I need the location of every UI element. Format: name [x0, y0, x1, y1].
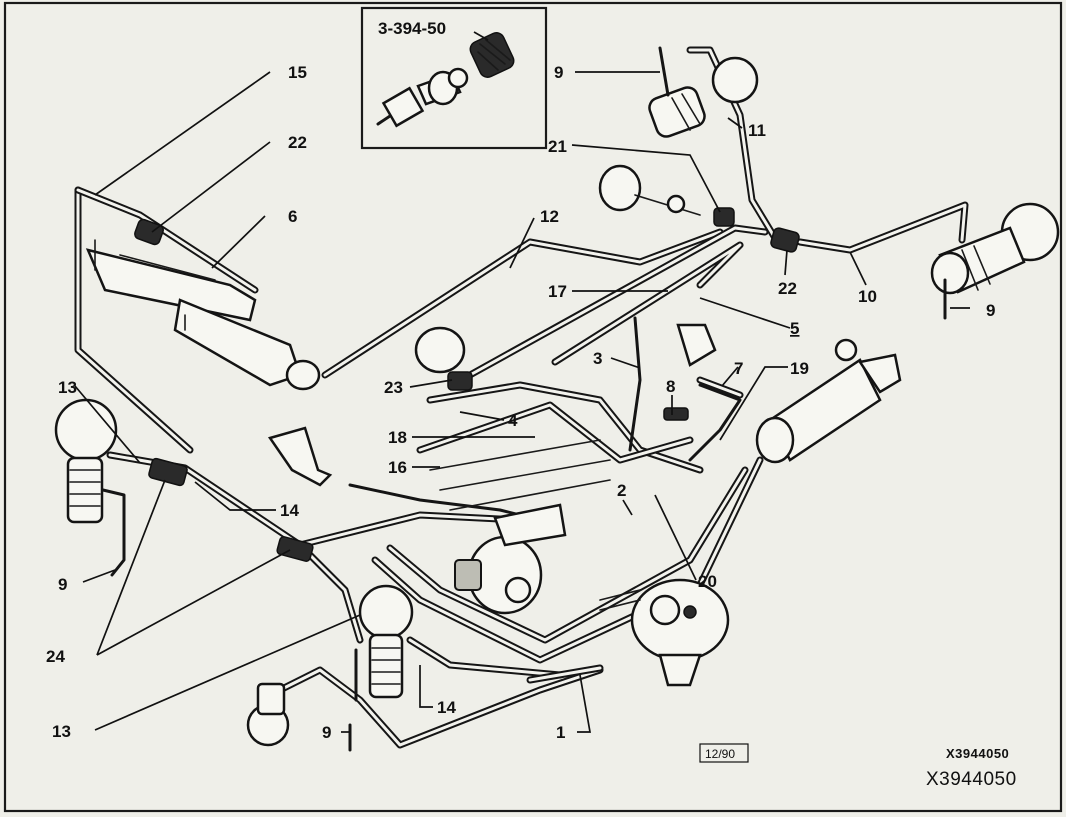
callout-24: 24 [46, 647, 65, 666]
tool-body [376, 32, 515, 128]
callout-20: 20 [698, 572, 717, 591]
brake-bulb-bottom-left [246, 682, 352, 752]
date-code-box [699, 743, 749, 763]
callout-18: 18 [388, 428, 407, 447]
valve-21 [598, 164, 735, 227]
callout-1: 1 [556, 723, 565, 742]
callout-13-upper: 13 [58, 378, 77, 397]
hose-16 [267, 426, 333, 487]
fitting-22-right [770, 227, 800, 253]
leader-lines [74, 31, 970, 733]
connector-7-19 [663, 323, 744, 421]
brake-bulb-lower [354, 584, 414, 702]
callout-14-upper: 14 [280, 501, 299, 520]
callout-9-left: 9 [58, 575, 67, 594]
callout-15: 15 [288, 63, 307, 82]
ref-code-large: X3944050 [926, 769, 1017, 790]
tool-label: 3-394-50 [378, 19, 446, 38]
brake-bulb-top-right [648, 46, 759, 138]
callout-7: 7 [734, 359, 743, 378]
callout-10: 10 [858, 287, 877, 306]
reservoir-23 [414, 326, 473, 391]
brake-bulb-upper-left [54, 398, 126, 577]
fitting-24-pair [148, 457, 314, 562]
components [54, 46, 1060, 752]
callout-9-bottom: 9 [322, 723, 331, 742]
callout-3: 3 [593, 349, 602, 368]
callout-21: 21 [548, 137, 567, 156]
fitting-22-left [134, 218, 164, 246]
callout-6: 6 [288, 207, 297, 226]
accumulator-20 [599, 578, 730, 687]
callout-8: 8 [666, 377, 675, 396]
master-cylinder-right [755, 338, 902, 464]
callout-12: 12 [540, 207, 559, 226]
ref-code-small: X3944050 [946, 746, 1009, 761]
callout-19: 19 [790, 359, 809, 378]
callout-22-left: 22 [288, 133, 307, 152]
bracket-1 [526, 664, 604, 684]
brake-bulb-right [930, 202, 1060, 320]
callout-5: 5 [790, 319, 799, 338]
callout-4: 4 [508, 411, 518, 430]
callout-labels: 3-394-50 15 22 6 9 11 21 12 22 10 9 17 5… [46, 19, 995, 742]
callout-9-right: 9 [986, 301, 995, 320]
cylinder-6 [85, 239, 321, 391]
callout-16: 16 [388, 458, 407, 477]
callout-22-right: 22 [778, 279, 797, 298]
drawing-frame [3, 1, 1063, 813]
reference-codes: 12/90 X3944050 X3944050 [699, 743, 1017, 790]
callout-11: 11 [748, 121, 766, 140]
date-code: 12/90 [705, 747, 735, 761]
pump-assembly [454, 503, 567, 615]
callout-14-lower: 14 [437, 698, 456, 717]
tool-inset [360, 6, 548, 150]
callout-23: 23 [384, 378, 403, 397]
callout-13-lower: 13 [52, 722, 71, 741]
callout-2: 2 [617, 481, 626, 500]
callout-17: 17 [548, 282, 567, 301]
callout-9-top: 9 [554, 63, 563, 82]
